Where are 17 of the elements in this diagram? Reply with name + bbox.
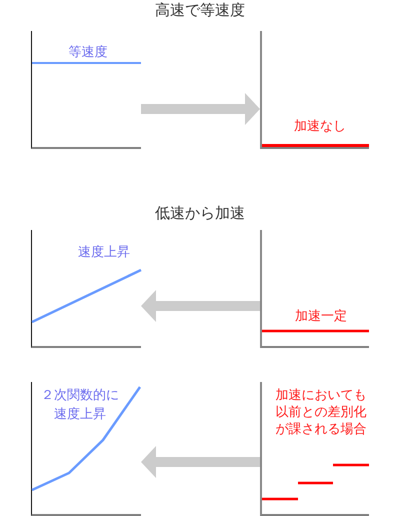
line-graph <box>31 382 141 516</box>
block-arrow <box>141 446 260 478</box>
section-heading: 低速から加速 <box>155 203 245 223</box>
line-graph <box>260 382 369 516</box>
line-graph <box>260 31 369 149</box>
block-arrow <box>141 93 260 125</box>
section-heading: 高速で等速度 <box>155 0 245 20</box>
graph-label: 等速度 <box>68 44 108 61</box>
graph-label: 速度上昇 <box>78 244 130 261</box>
line-graph <box>31 230 141 348</box>
line-graph <box>260 230 369 348</box>
graph-label: 加速一定 <box>295 308 347 325</box>
graph-label: ２次関数的に速度上昇 <box>40 387 120 424</box>
graph-label: 加速なし <box>294 118 346 135</box>
graph-label: 加速においても以前との差別化が課される場合 <box>274 387 368 438</box>
line-graph <box>31 31 141 149</box>
block-arrow <box>141 290 260 322</box>
